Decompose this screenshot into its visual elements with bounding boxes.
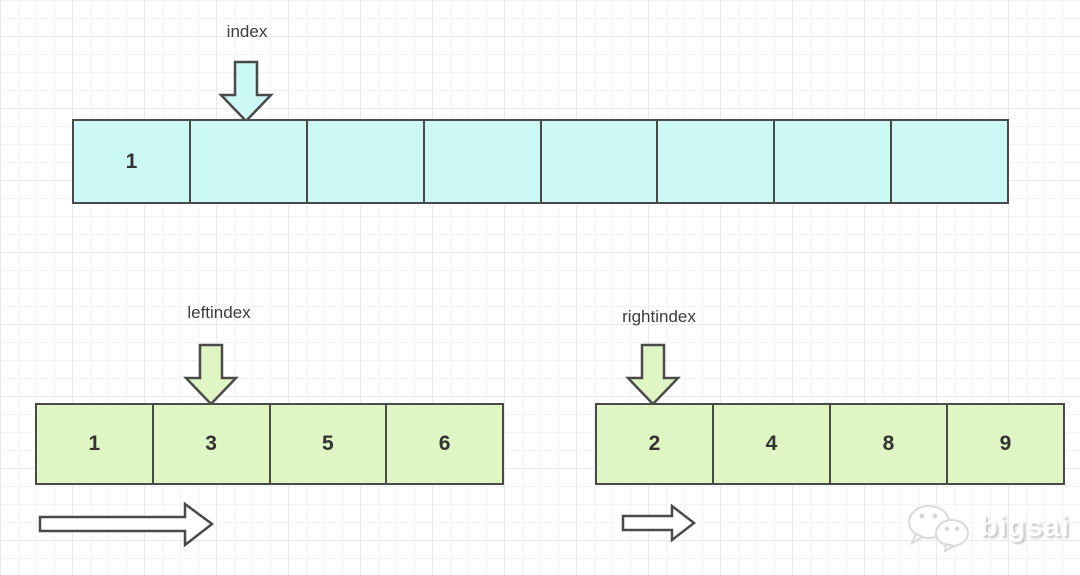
right-subarray: 2 4 8 9: [595, 403, 1065, 485]
right-progress-arrow: [621, 503, 697, 543]
index-pointer-arrow: [218, 60, 274, 123]
rightindex-label: rightindex: [622, 307, 696, 326]
array-cell: 8: [831, 405, 948, 483]
array-cell: 1: [74, 121, 191, 202]
index-label: index: [226, 22, 268, 41]
watermark-text: bigsai: [980, 510, 1070, 543]
rightindex-pointer-arrow: [625, 343, 681, 406]
array-cell: 9: [948, 405, 1063, 483]
array-cell: [190, 121, 308, 202]
array-cell: 3: [153, 405, 271, 483]
left-progress-arrow: [38, 501, 215, 547]
array-cell: [658, 121, 776, 202]
array-cell: 1: [37, 405, 154, 483]
array-cell: 2: [597, 405, 714, 483]
left-subarray: 1 3 5 6: [35, 403, 504, 485]
leftindex-pointer-arrow: [183, 343, 239, 406]
array-cell: 4: [714, 405, 831, 483]
bigsai-watermark: bigsai: [902, 502, 1070, 552]
array-cell: [307, 121, 425, 202]
array-cell: [892, 121, 1007, 202]
array-cell: 5: [270, 405, 388, 483]
wechat-icon: [908, 505, 969, 552]
array-cell: 6: [387, 405, 502, 483]
array-cell: [775, 121, 893, 202]
array-cell: [541, 121, 659, 202]
array-cell: [424, 121, 542, 202]
leftindex-label: leftindex: [187, 303, 251, 322]
merged-array: 1: [72, 119, 1009, 204]
